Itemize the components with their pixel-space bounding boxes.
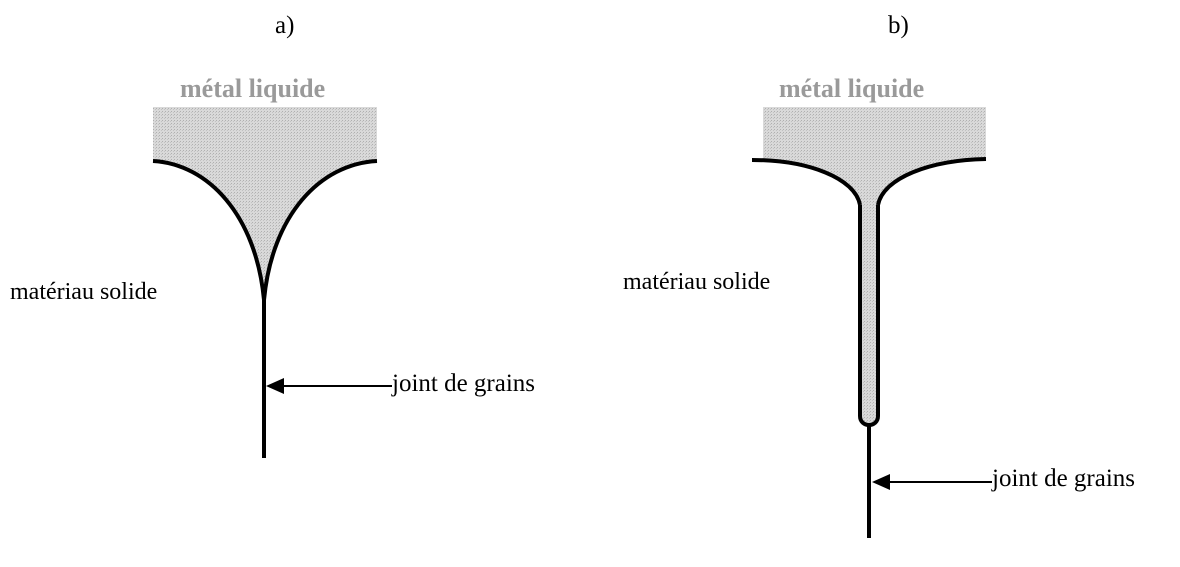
panel-a-solid-surface-left bbox=[152, 159, 266, 301]
panel-a-liquid-metal-label: métal liquide bbox=[180, 74, 326, 103]
panel-b-grain-boundary-label: joint de grains bbox=[992, 465, 1136, 492]
panel-a-arrowhead bbox=[266, 378, 284, 394]
panel-a-solid-surface-right bbox=[262, 159, 378, 301]
panel-a: a) métal liquide matériau solide joint d… bbox=[10, 12, 536, 458]
panel-b-liquid-metal-region bbox=[752, 107, 986, 424]
panel-b-diagram bbox=[751, 107, 992, 538]
panel-b: b) métal liquide matériau solide joint d… bbox=[600, 0, 1180, 567]
panel-a-liquid-metal-region bbox=[153, 107, 377, 300]
panel-a-diagram bbox=[152, 107, 392, 458]
panel-b-solid-surface-right bbox=[876, 157, 987, 206]
panel-b-liquid-channel-outline bbox=[858, 205, 880, 427]
panel-a-solid-material-label: matériau solide bbox=[10, 279, 158, 305]
panel-a-grain-boundary-label: joint de grains bbox=[392, 370, 536, 397]
panel-b-solid-surface-left bbox=[751, 158, 862, 206]
panel-a-label: a) bbox=[275, 12, 295, 39]
panel-b-liquid-metal-label: métal liquide bbox=[779, 74, 925, 103]
panel-b-arrowhead bbox=[872, 474, 890, 490]
panel-b-label: b) bbox=[888, 12, 909, 39]
panel-b-solid-material-label: matériau solide bbox=[623, 269, 771, 295]
